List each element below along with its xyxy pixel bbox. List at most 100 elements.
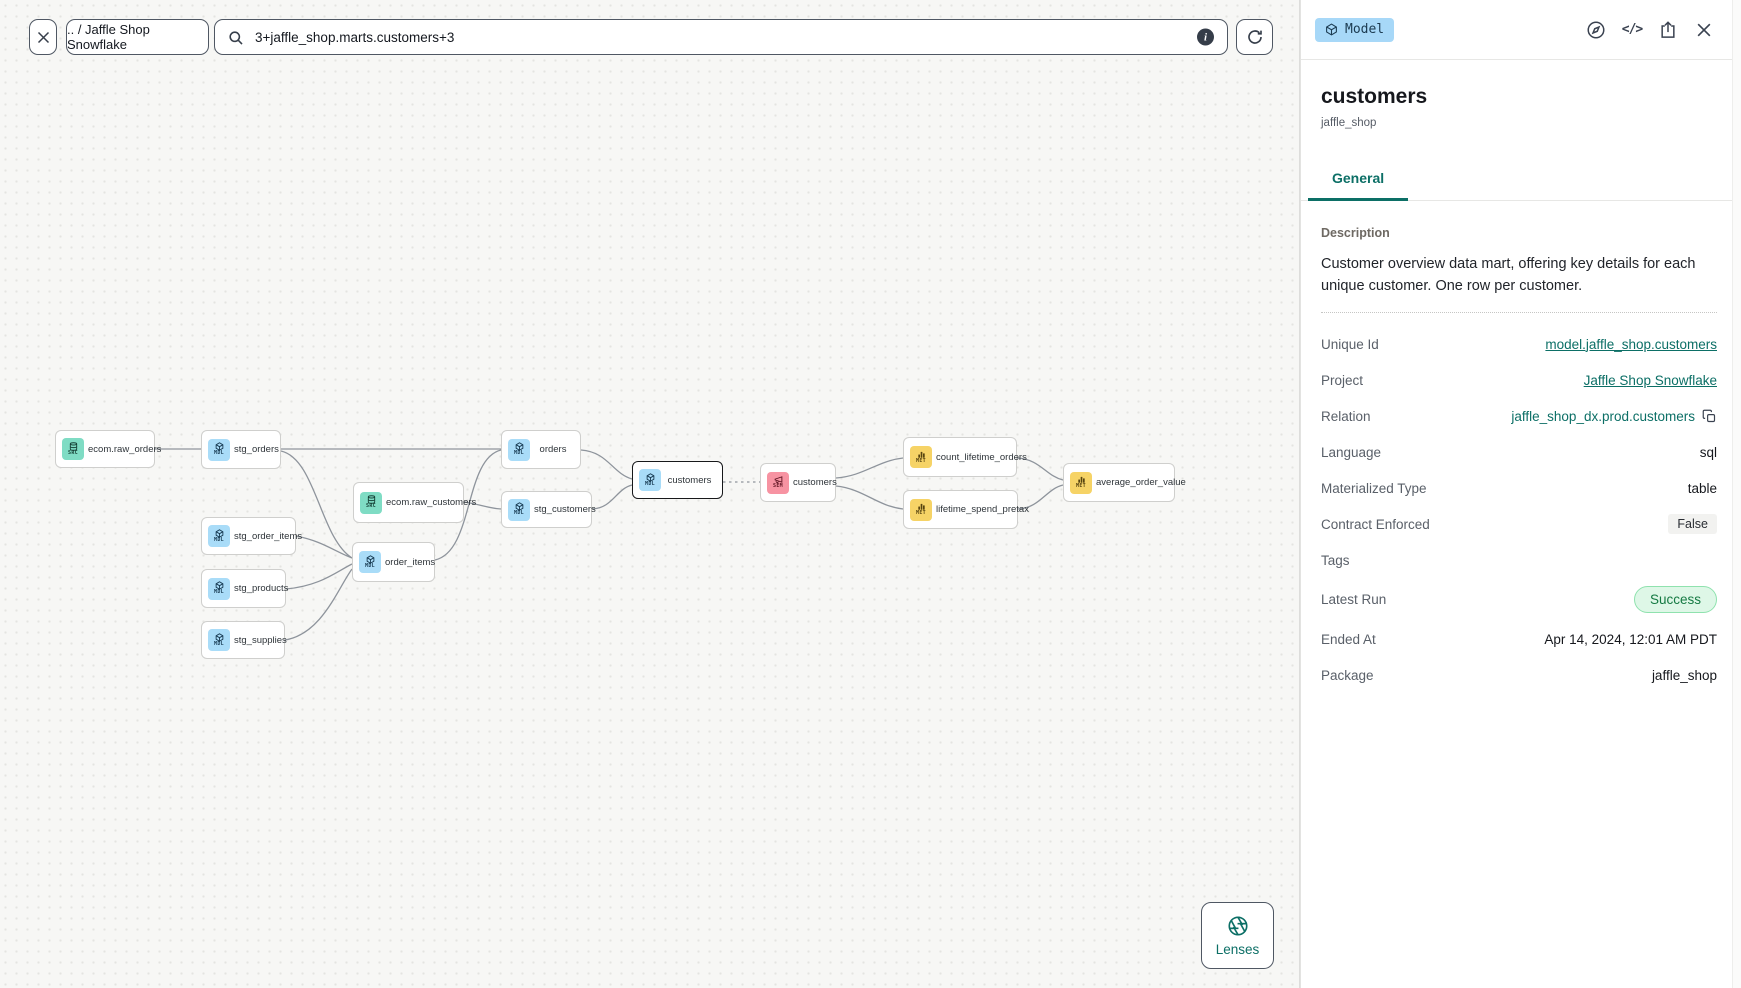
- field-label-materialized-type: Materialized Type: [1321, 480, 1427, 496]
- graph-node-label: ecom.raw_customers: [386, 497, 477, 508]
- status-badge-contract-enforced: False: [1668, 514, 1717, 535]
- refresh-icon: [1247, 30, 1262, 44]
- field-label-latest-run: Latest Run: [1321, 592, 1387, 608]
- field-link-project[interactable]: Jaffle Shop Snowflake: [1583, 372, 1717, 388]
- lenses-button[interactable]: Lenses: [1201, 902, 1274, 969]
- source-database-icon: SRC: [62, 438, 84, 460]
- share-export-icon: [1661, 20, 1675, 38]
- field-row-project: Project Jaffle Shop Snowflake: [1321, 370, 1717, 390]
- model-cube-icon: MDL: [208, 577, 230, 600]
- graph-node-customers-semantic[interactable]: SEM customers: [760, 463, 837, 502]
- panel-scrollbar[interactable]: [1732, 0, 1741, 988]
- graph-node-label: stg_supplies: [234, 634, 287, 646]
- field-row-tags: Tags: [1321, 550, 1717, 570]
- model-cube-icon: MDL: [359, 551, 381, 573]
- model-type-badge[interactable]: Model: [1315, 17, 1395, 42]
- copy-icon[interactable]: [1702, 409, 1717, 424]
- model-badge-label: Model: [1345, 22, 1385, 37]
- graph-edge: [285, 563, 353, 590]
- model-cube-icon: MDL: [508, 498, 530, 521]
- model-cube-icon: MDL: [639, 469, 661, 491]
- compass-icon: [1587, 20, 1605, 39]
- tab-general[interactable]: General: [1308, 161, 1409, 201]
- description-text: Customer overview data mart, offering ke…: [1321, 256, 1696, 295]
- model-cube-icon: MDL: [208, 525, 230, 547]
- info-icon[interactable]: i: [1197, 28, 1214, 46]
- graph-node-average-order-value[interactable]: MET average_order_value: [1063, 463, 1186, 502]
- field-row-relation: Relation jaffle_shop_dx.prod.customers: [1321, 406, 1717, 426]
- field-label-relation: Relation: [1321, 408, 1371, 424]
- graph-node-ecom-raw-orders[interactable]: SRC ecom.raw_orders: [55, 430, 161, 468]
- graph-node-stg-customers[interactable]: MDL stg_customers: [501, 491, 596, 528]
- field-link-unique-id[interactable]: model.jaffle_shop.customers: [1545, 336, 1717, 352]
- model-cube-icon: [1326, 23, 1337, 36]
- field-label-project: Project: [1321, 372, 1364, 388]
- field-row-materialized-type: Materialized Type table: [1321, 478, 1717, 498]
- lineage-search-bar[interactable]: i: [214, 19, 1228, 55]
- refresh-button[interactable]: [1236, 19, 1273, 55]
- aperture-lenses-icon: [1227, 915, 1248, 936]
- graph-node-label: order_items: [385, 556, 436, 568]
- graph-edge: [295, 535, 353, 559]
- field-label-contract-enforced: Contract Enforced: [1321, 516, 1430, 532]
- model-cube-icon: MDL: [508, 438, 530, 461]
- graph-node-ecom-raw-customers[interactable]: SRC ecom.raw_customers: [353, 482, 476, 523]
- breadcrumb-label: .. / Jaffle Shop Snowflake: [67, 22, 150, 52]
- description-label: Description: [1321, 226, 1390, 240]
- graph-node-label: stg_order_items: [234, 530, 303, 542]
- graph-node-order-items[interactable]: MDL order_items: [352, 542, 435, 582]
- field-value-project: Jaffle Shop Snowflake: [1584, 373, 1717, 388]
- graph-node-orders[interactable]: MDL orders: [501, 430, 581, 469]
- graph-edge: [835, 457, 904, 479]
- close-icon: [1697, 23, 1711, 36]
- graph-node-label: orders: [539, 444, 567, 455]
- metric-chart-icon: MET: [910, 498, 932, 521]
- field-link-relation[interactable]: jaffle_shop_dx.prod.customers: [1511, 408, 1695, 424]
- semantic-model-icon: SEM: [767, 471, 789, 494]
- graph-edge: [835, 485, 904, 510]
- graph-node-stg-products[interactable]: MDL stg_products: [201, 569, 288, 608]
- field-row-contract-enforced: Contract Enforced False: [1321, 514, 1717, 535]
- graph-node-label: customers: [793, 477, 837, 488]
- breadcrumb[interactable]: .. / Jaffle Shop Snowflake: [66, 19, 209, 55]
- graph-edge: [284, 568, 353, 641]
- field-row-latest-run: Latest Run Success: [1321, 586, 1717, 614]
- field-value-materialized-type: table: [1687, 480, 1717, 496]
- search-input[interactable]: [253, 28, 1185, 46]
- page-title: customers: [1321, 85, 1428, 108]
- page-subtitle: jaffle_shop: [1321, 117, 1377, 129]
- graph-edge: [580, 449, 633, 480]
- graph-node-label: customers: [667, 474, 712, 486]
- close-panel-button[interactable]: [1693, 19, 1715, 41]
- field-label-tags: Tags: [1321, 552, 1350, 568]
- model-cube-icon: MDL: [208, 629, 230, 651]
- panel-tabs: General: [1301, 161, 1741, 201]
- search-icon: [229, 30, 243, 45]
- graph-node-label: stg_products: [234, 583, 289, 594]
- graph-node-label: stg_customers: [534, 504, 596, 515]
- graph-node-stg-order-items[interactable]: MDL stg_order_items: [201, 517, 302, 555]
- source-database-icon: SRC: [360, 491, 382, 514]
- metric-chart-icon: MET: [1070, 471, 1092, 494]
- graph-node-customers[interactable]: MDL customers: [632, 461, 723, 499]
- graph-node-stg-supplies[interactable]: MDL stg_supplies: [201, 621, 287, 659]
- field-value-latest-run: Success: [1633, 586, 1717, 614]
- divider: [1321, 312, 1717, 314]
- graph-node-label: average_order_value: [1096, 477, 1186, 488]
- close-lineage-button[interactable]: [29, 19, 57, 55]
- graph-edge: [591, 484, 633, 510]
- explore-compass-button[interactable]: [1585, 19, 1607, 41]
- graph-node-label: ecom.raw_orders: [88, 443, 162, 455]
- field-value-ended-at: Apr 14, 2024, 12:01 AM PDT: [1544, 631, 1717, 647]
- view-code-button[interactable]: </>: [1621, 22, 1643, 37]
- share-button[interactable]: [1657, 19, 1679, 41]
